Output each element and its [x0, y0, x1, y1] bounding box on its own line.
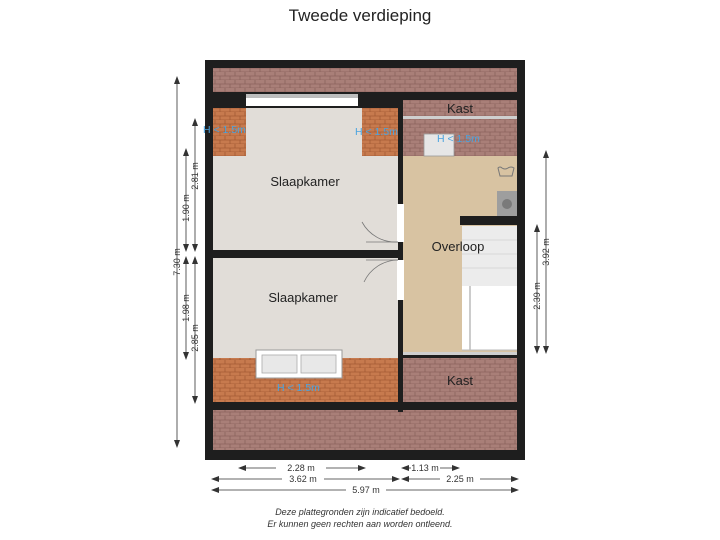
page-title: Tweede verdieping: [288, 6, 432, 25]
dim-bottom-228: 2.28 m: [287, 463, 315, 473]
right-column: [403, 100, 517, 402]
height-note-bottom: H < 1.5m: [277, 382, 320, 394]
bedroom-bottom: [213, 258, 398, 402]
room-label-closet-top: Kast: [447, 101, 473, 116]
dim-right-inner: 2.39 m: [532, 282, 542, 310]
skylight-landing: [423, 133, 455, 157]
dimension-lines-bottom: [211, 465, 519, 493]
dim-bottom-total: 5.97 m: [352, 485, 380, 495]
laundry-symbol-icon: [497, 166, 515, 177]
closet-top: [403, 100, 517, 156]
bedroom-top: [213, 94, 398, 250]
height-note-top-middle: H < 1.5m: [355, 126, 398, 138]
dim-left-bottom-b: 2.85 m: [190, 324, 200, 352]
dim-bottom-113: 1.13 m: [411, 463, 439, 473]
skylight-bottom: [255, 349, 343, 379]
landing-wall-stub: [460, 216, 517, 225]
dim-right-total: 3.92 m: [541, 238, 551, 266]
dim-bottom-225: 2.25 m: [446, 474, 474, 484]
height-note-top-right: H < 1.5m: [437, 133, 480, 145]
dim-left-total: 7.30 m: [172, 248, 182, 276]
dim-left-top-a: 1.90 m: [181, 194, 191, 222]
room-label-bedroom-bottom: Slaapkamer: [268, 290, 338, 305]
room-label-landing: Overloop: [432, 239, 485, 254]
washing-machine-icon: [497, 191, 517, 217]
dimension-lines-right: [534, 150, 549, 354]
dim-left-top-b: 2.81 m: [190, 162, 200, 190]
stairwell: [462, 226, 517, 351]
door-top[interactable]: [361, 204, 404, 243]
closet-bottom: [403, 358, 517, 402]
dim-left-bottom-a: 1.98 m: [181, 294, 191, 322]
room-label-bedroom-top: Slaapkamer: [270, 174, 340, 189]
door-bottom[interactable]: [363, 259, 404, 300]
dim-bottom-362: 3.62 m: [289, 474, 317, 484]
interior-walls: [205, 92, 517, 412]
height-note-top-left: H < 1.5m: [203, 124, 246, 136]
disclaimer-line-2: Er kunnen geen rechten aan worden ontlee…: [267, 519, 453, 529]
disclaimer-line-1: Deze plattegronden zijn indicatief bedoe…: [275, 507, 445, 517]
dimension-lines-left: [174, 76, 198, 448]
room-label-closet-bottom: Kast: [447, 373, 473, 388]
